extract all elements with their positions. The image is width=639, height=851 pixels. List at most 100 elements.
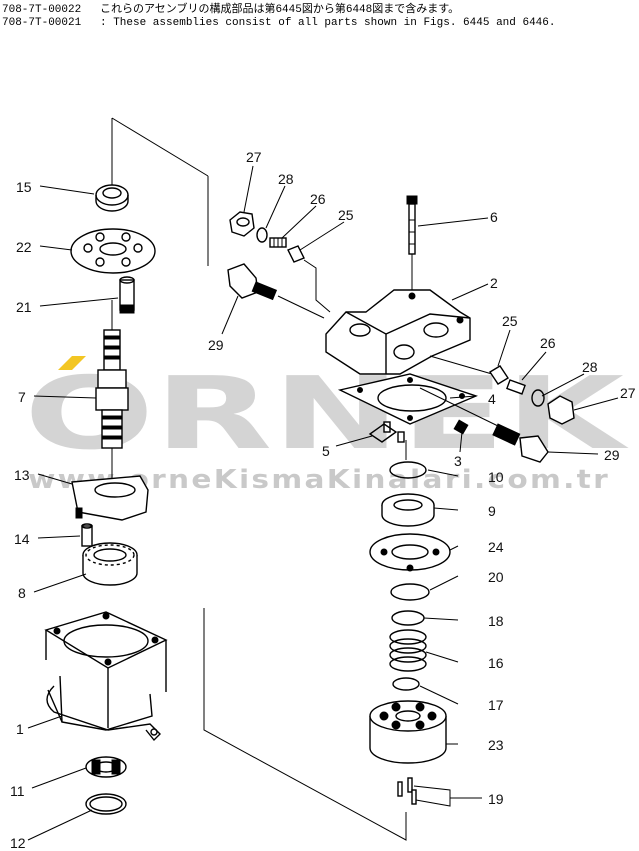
callout-5: 5 [322, 443, 330, 459]
leader-26b [521, 351, 547, 381]
note-japanese: これらのアセンブリの構成部品は第6445図から第6448図まで含みます。 [100, 4, 460, 16]
leader-26a [281, 205, 317, 239]
part-26-spring-lower [506, 379, 526, 395]
part-9-bearing [381, 493, 435, 527]
callout-3: 3 [454, 453, 462, 469]
leader-14 [37, 535, 81, 539]
leader-11 [31, 767, 87, 789]
part-16-spring [389, 629, 427, 672]
part-2-valve-body [325, 289, 471, 375]
callout-11: 11 [10, 783, 25, 799]
leader-15 [39, 185, 95, 195]
axis-line [429, 355, 493, 375]
part-12-snap-ring [85, 793, 127, 815]
part-23-cylinder-block [369, 700, 447, 764]
part-19-pins [397, 777, 417, 805]
part-29-fitting-lower [419, 387, 549, 463]
leader-25b [497, 329, 511, 367]
part-17-washer [392, 677, 420, 691]
part-26-spring-upper [269, 237, 287, 248]
leader-4 [449, 395, 477, 399]
part-29-fitting-upper [227, 263, 278, 301]
callout-28-lower: 28 [582, 359, 598, 375]
leader-3 [459, 431, 463, 453]
part-20-snap-ring [390, 583, 430, 601]
leader-19 [413, 785, 451, 807]
callout-13: 13 [14, 467, 30, 483]
callout-6: 6 [490, 209, 498, 225]
leader-29a [221, 295, 239, 335]
part-5-dowel-pin [368, 421, 405, 443]
part-6-bolt [406, 195, 418, 290]
note-english: : These assemblies consist of all parts … [100, 17, 556, 29]
callout-26-lower: 26 [540, 335, 556, 351]
part-10-snap-ring [389, 461, 427, 479]
callout-25-lower: 25 [502, 313, 518, 329]
callout-24: 24 [488, 539, 504, 555]
leader-16 [425, 651, 459, 663]
part-number-2: 708-7T-00021 [2, 17, 82, 29]
leader-21 [39, 297, 119, 307]
callout-15: 15 [16, 179, 32, 195]
part-11-oil-seal [85, 756, 127, 778]
leader-7 [33, 395, 97, 399]
axis-line [303, 259, 331, 313]
leader-25a [299, 221, 345, 251]
leader-6 [417, 217, 489, 227]
part-25-valve-lower [489, 365, 509, 385]
callout-1: 1 [16, 721, 24, 737]
axis-line [203, 608, 407, 841]
axis-line [111, 117, 209, 177]
callout-10: 10 [488, 469, 504, 485]
part-24-valve-plate [369, 533, 451, 572]
part-14-pin [81, 523, 93, 547]
leader-1 [27, 715, 63, 729]
callout-19: 19 [488, 791, 504, 807]
callout-27-lower: 27 [620, 385, 636, 401]
callout-12: 12 [10, 835, 26, 851]
callout-23: 23 [488, 737, 504, 753]
part-15-bearing [95, 184, 129, 212]
part-number-1: 708-7T-00022 [2, 4, 82, 16]
leader-27a [243, 165, 254, 213]
leader-13 [37, 473, 73, 485]
callout-22: 22 [16, 239, 32, 255]
callout-29-upper: 29 [208, 337, 224, 353]
leader-5 [335, 435, 373, 447]
callout-20: 20 [488, 569, 504, 585]
part-27-plug-upper [229, 211, 255, 237]
part-13-swash-plate [71, 475, 149, 521]
leader-18 [423, 617, 459, 621]
header-row-2: 708-7T-00021 : These assemblies consist o… [2, 17, 555, 30]
callout-16: 16 [488, 655, 504, 671]
callout-2: 2 [490, 275, 498, 291]
callout-14: 14 [14, 531, 30, 547]
leader-17 [419, 685, 459, 705]
part-27-plug-lower [547, 395, 575, 425]
leader-12 [27, 809, 93, 841]
header-row-1: 708-7T-00022 これらのアセンブリの構成部品は第6445図から第6448… [2, 4, 555, 17]
callout-17: 17 [488, 697, 504, 713]
part-7-shaft [95, 300, 129, 478]
callout-9: 9 [488, 503, 496, 519]
callout-4: 4 [488, 391, 496, 407]
leader-9 [433, 507, 459, 511]
part-28-o-ring-lower [531, 389, 545, 407]
leader-8 [33, 573, 87, 593]
callout-21: 21 [16, 299, 32, 315]
leader-27b [573, 397, 619, 411]
figure-header: 708-7T-00022 これらのアセンブリの構成部品は第6445図から第6448… [2, 4, 555, 30]
part-3-plug [453, 419, 469, 435]
callout-7: 7 [18, 389, 26, 405]
part-22-retainer-plate [70, 228, 156, 274]
part-8-bearing [82, 542, 138, 586]
leader-28a [265, 185, 286, 229]
leader-29b [547, 451, 599, 455]
callout-18: 18 [488, 613, 504, 629]
leader-28b [541, 373, 585, 397]
callout-26-upper: 26 [310, 191, 326, 207]
leader-10 [427, 469, 459, 477]
axis-line [277, 295, 325, 319]
leader-20 [429, 575, 459, 591]
